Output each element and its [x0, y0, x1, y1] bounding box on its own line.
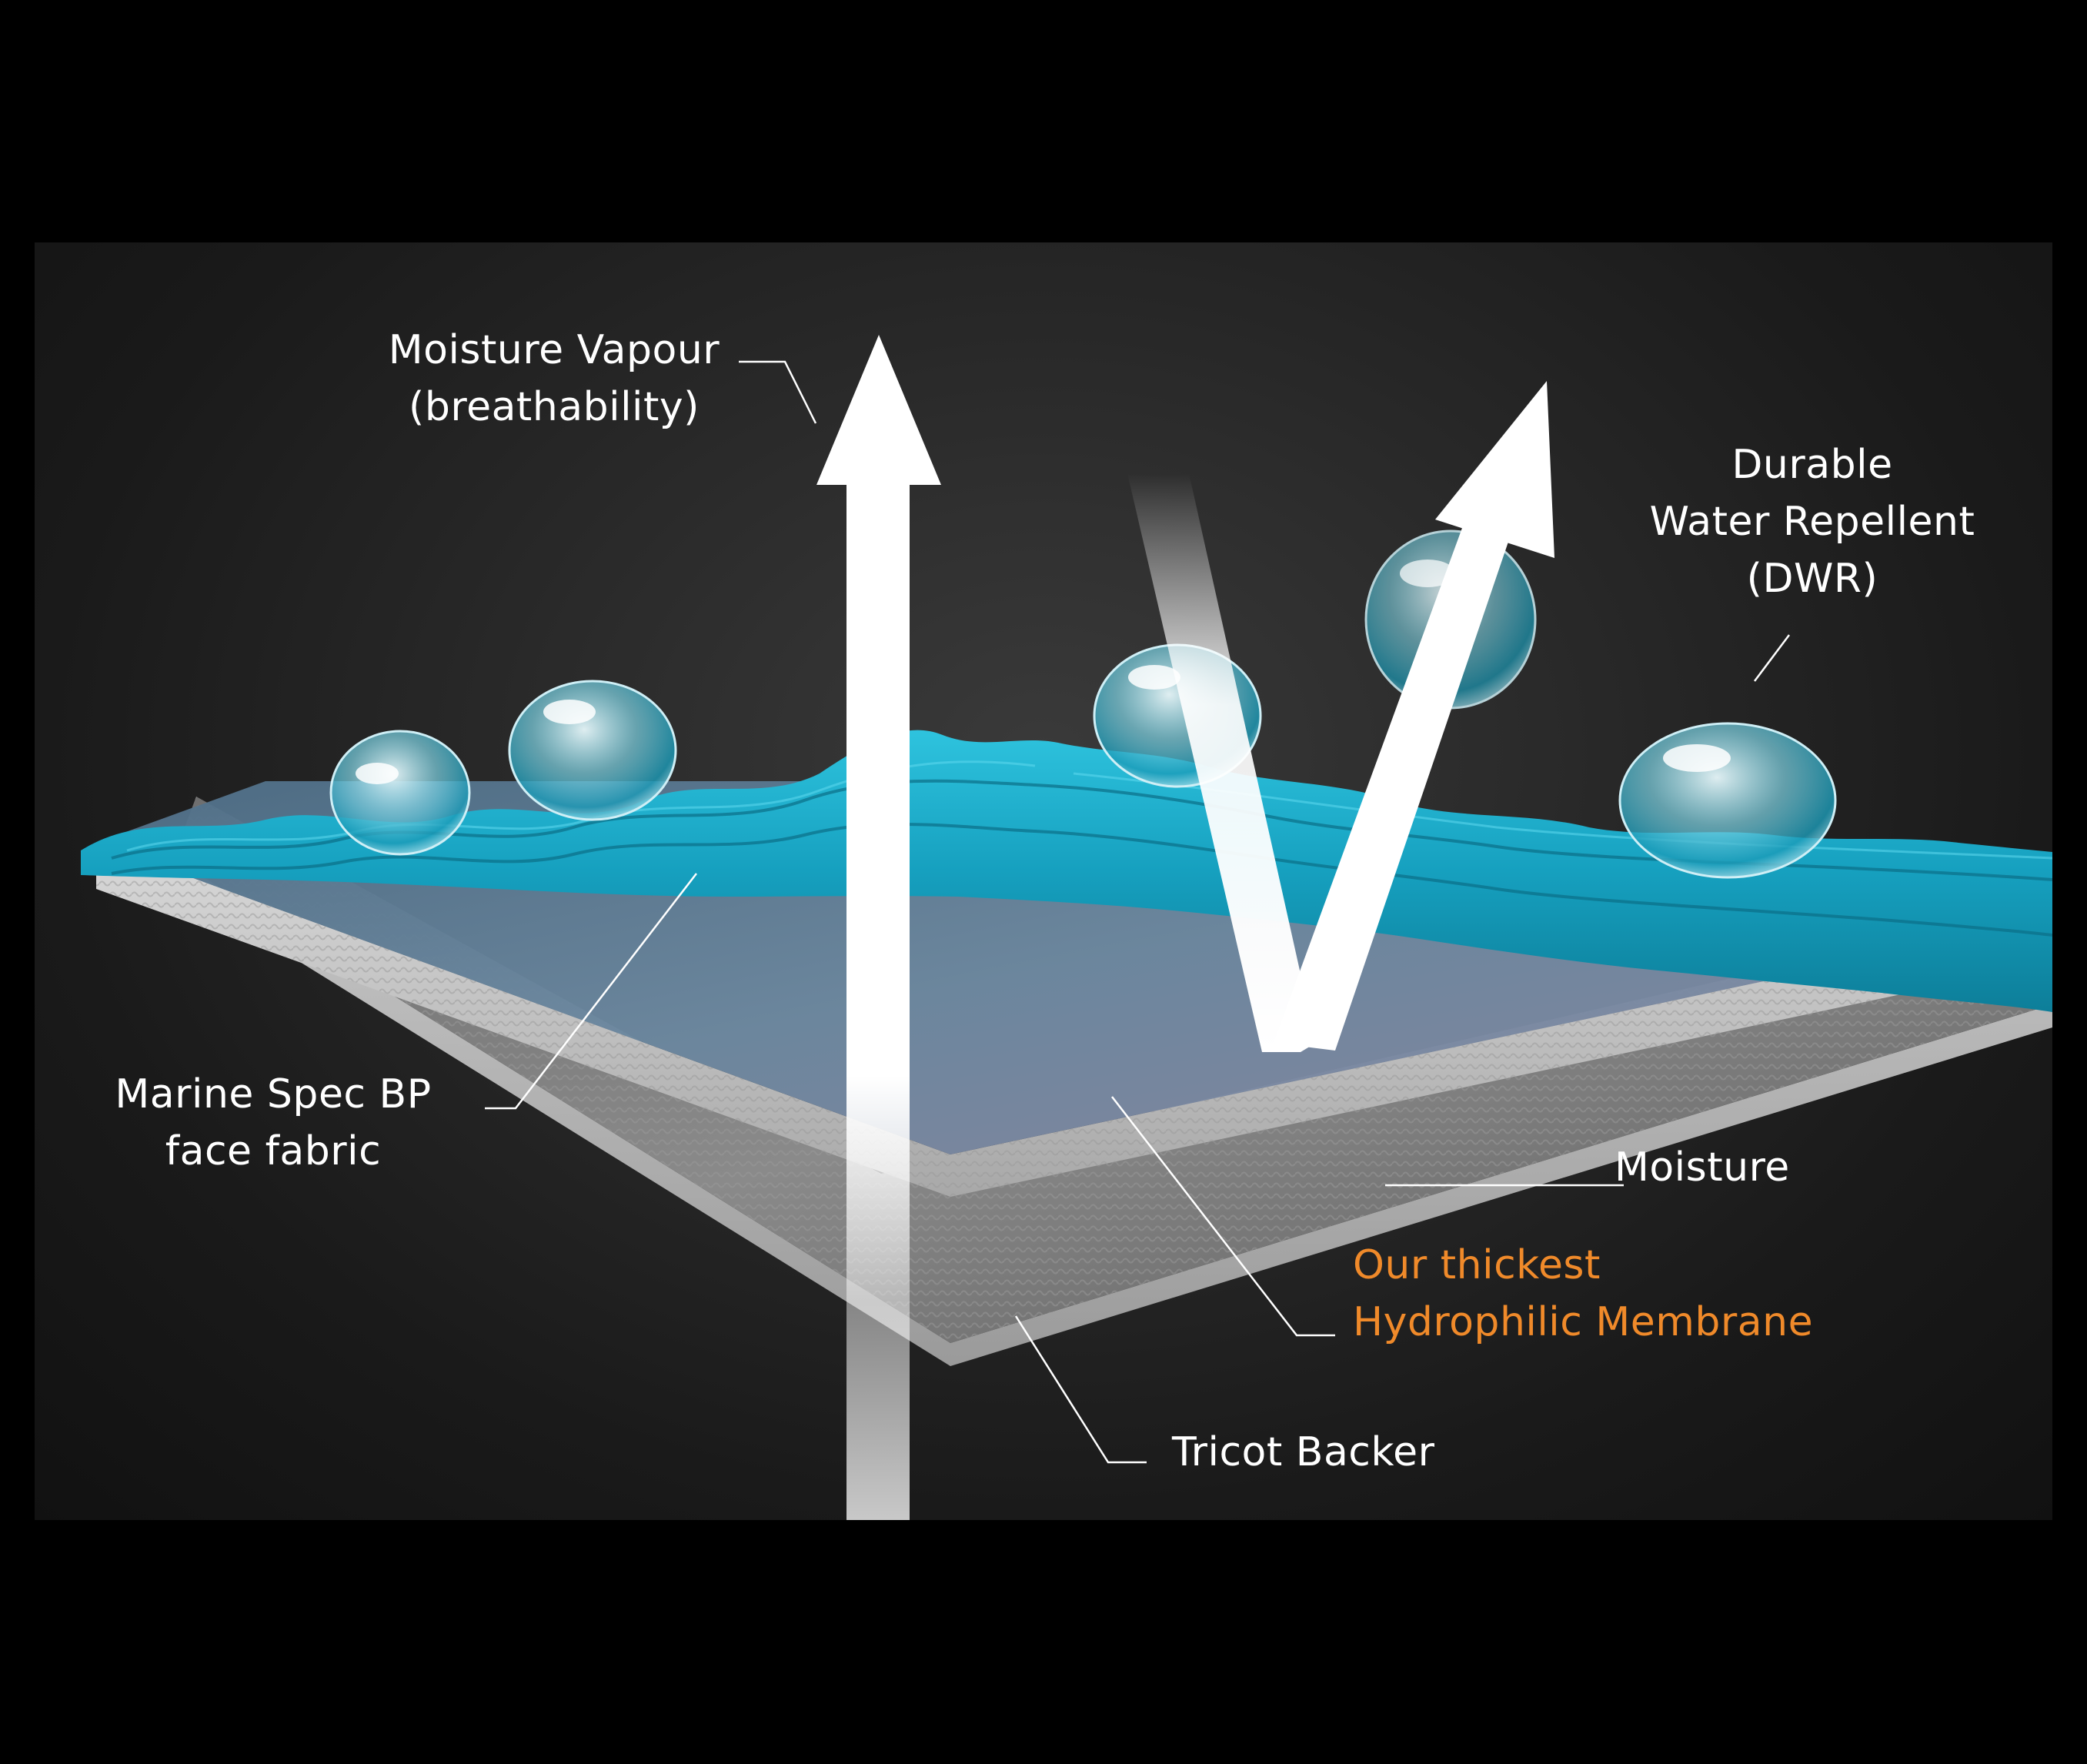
fabric-layers-illustration	[81, 335, 2052, 1520]
face-fabric-layer	[81, 730, 2052, 1012]
moisture-vapour-arrow	[816, 335, 941, 1520]
label-dwr-line2: Water Repellent	[1649, 499, 1975, 545]
label-moisture-vapour: Moisture Vapour (breathability)	[369, 322, 739, 436]
leader-lines	[485, 360, 1790, 1464]
diagram-panel	[35, 242, 2052, 1520]
label-tricot-line1: Tricot Backer	[1172, 1429, 1435, 1475]
droplet-5	[1618, 722, 1837, 879]
droplet-1	[329, 730, 471, 856]
leader-tricot	[1014, 1315, 1147, 1464]
label-dwr-line3: (DWR)	[1746, 556, 1878, 602]
dwr-deflection-arrow	[1127, 381, 1554, 1052]
leader-face-fabric	[485, 873, 697, 1110]
leader-moisture-vapour	[739, 360, 817, 424]
label-membrane-line1: Our thickest	[1353, 1242, 1601, 1288]
label-moisture: Moisture	[1615, 1139, 1790, 1196]
label-moisture-vapour-line1: Moisture Vapour	[388, 327, 720, 373]
label-face-fabric-line1: Marine Spec BP	[115, 1071, 432, 1118]
leader-dwr	[1754, 634, 1790, 682]
label-dwr: Durable Water Repellent (DWR)	[1631, 436, 1993, 607]
leader-membrane	[1111, 1096, 1335, 1337]
label-tricot-backer: Tricot Backer	[1172, 1424, 1435, 1481]
label-dwr-line1: Durable	[1731, 442, 1893, 488]
label-moisture-vapour-line2: (breathability)	[409, 384, 700, 430]
label-membrane: Our thickest Hydrophilic Membrane	[1353, 1237, 1813, 1351]
label-membrane-line2: Hydrophilic Membrane	[1353, 1299, 1814, 1345]
label-moisture-line1: Moisture	[1615, 1144, 1790, 1191]
droplet-2	[508, 680, 677, 821]
label-face-fabric: Marine Spec BP face fabric	[100, 1066, 446, 1180]
label-face-fabric-line2: face fabric	[165, 1128, 382, 1174]
